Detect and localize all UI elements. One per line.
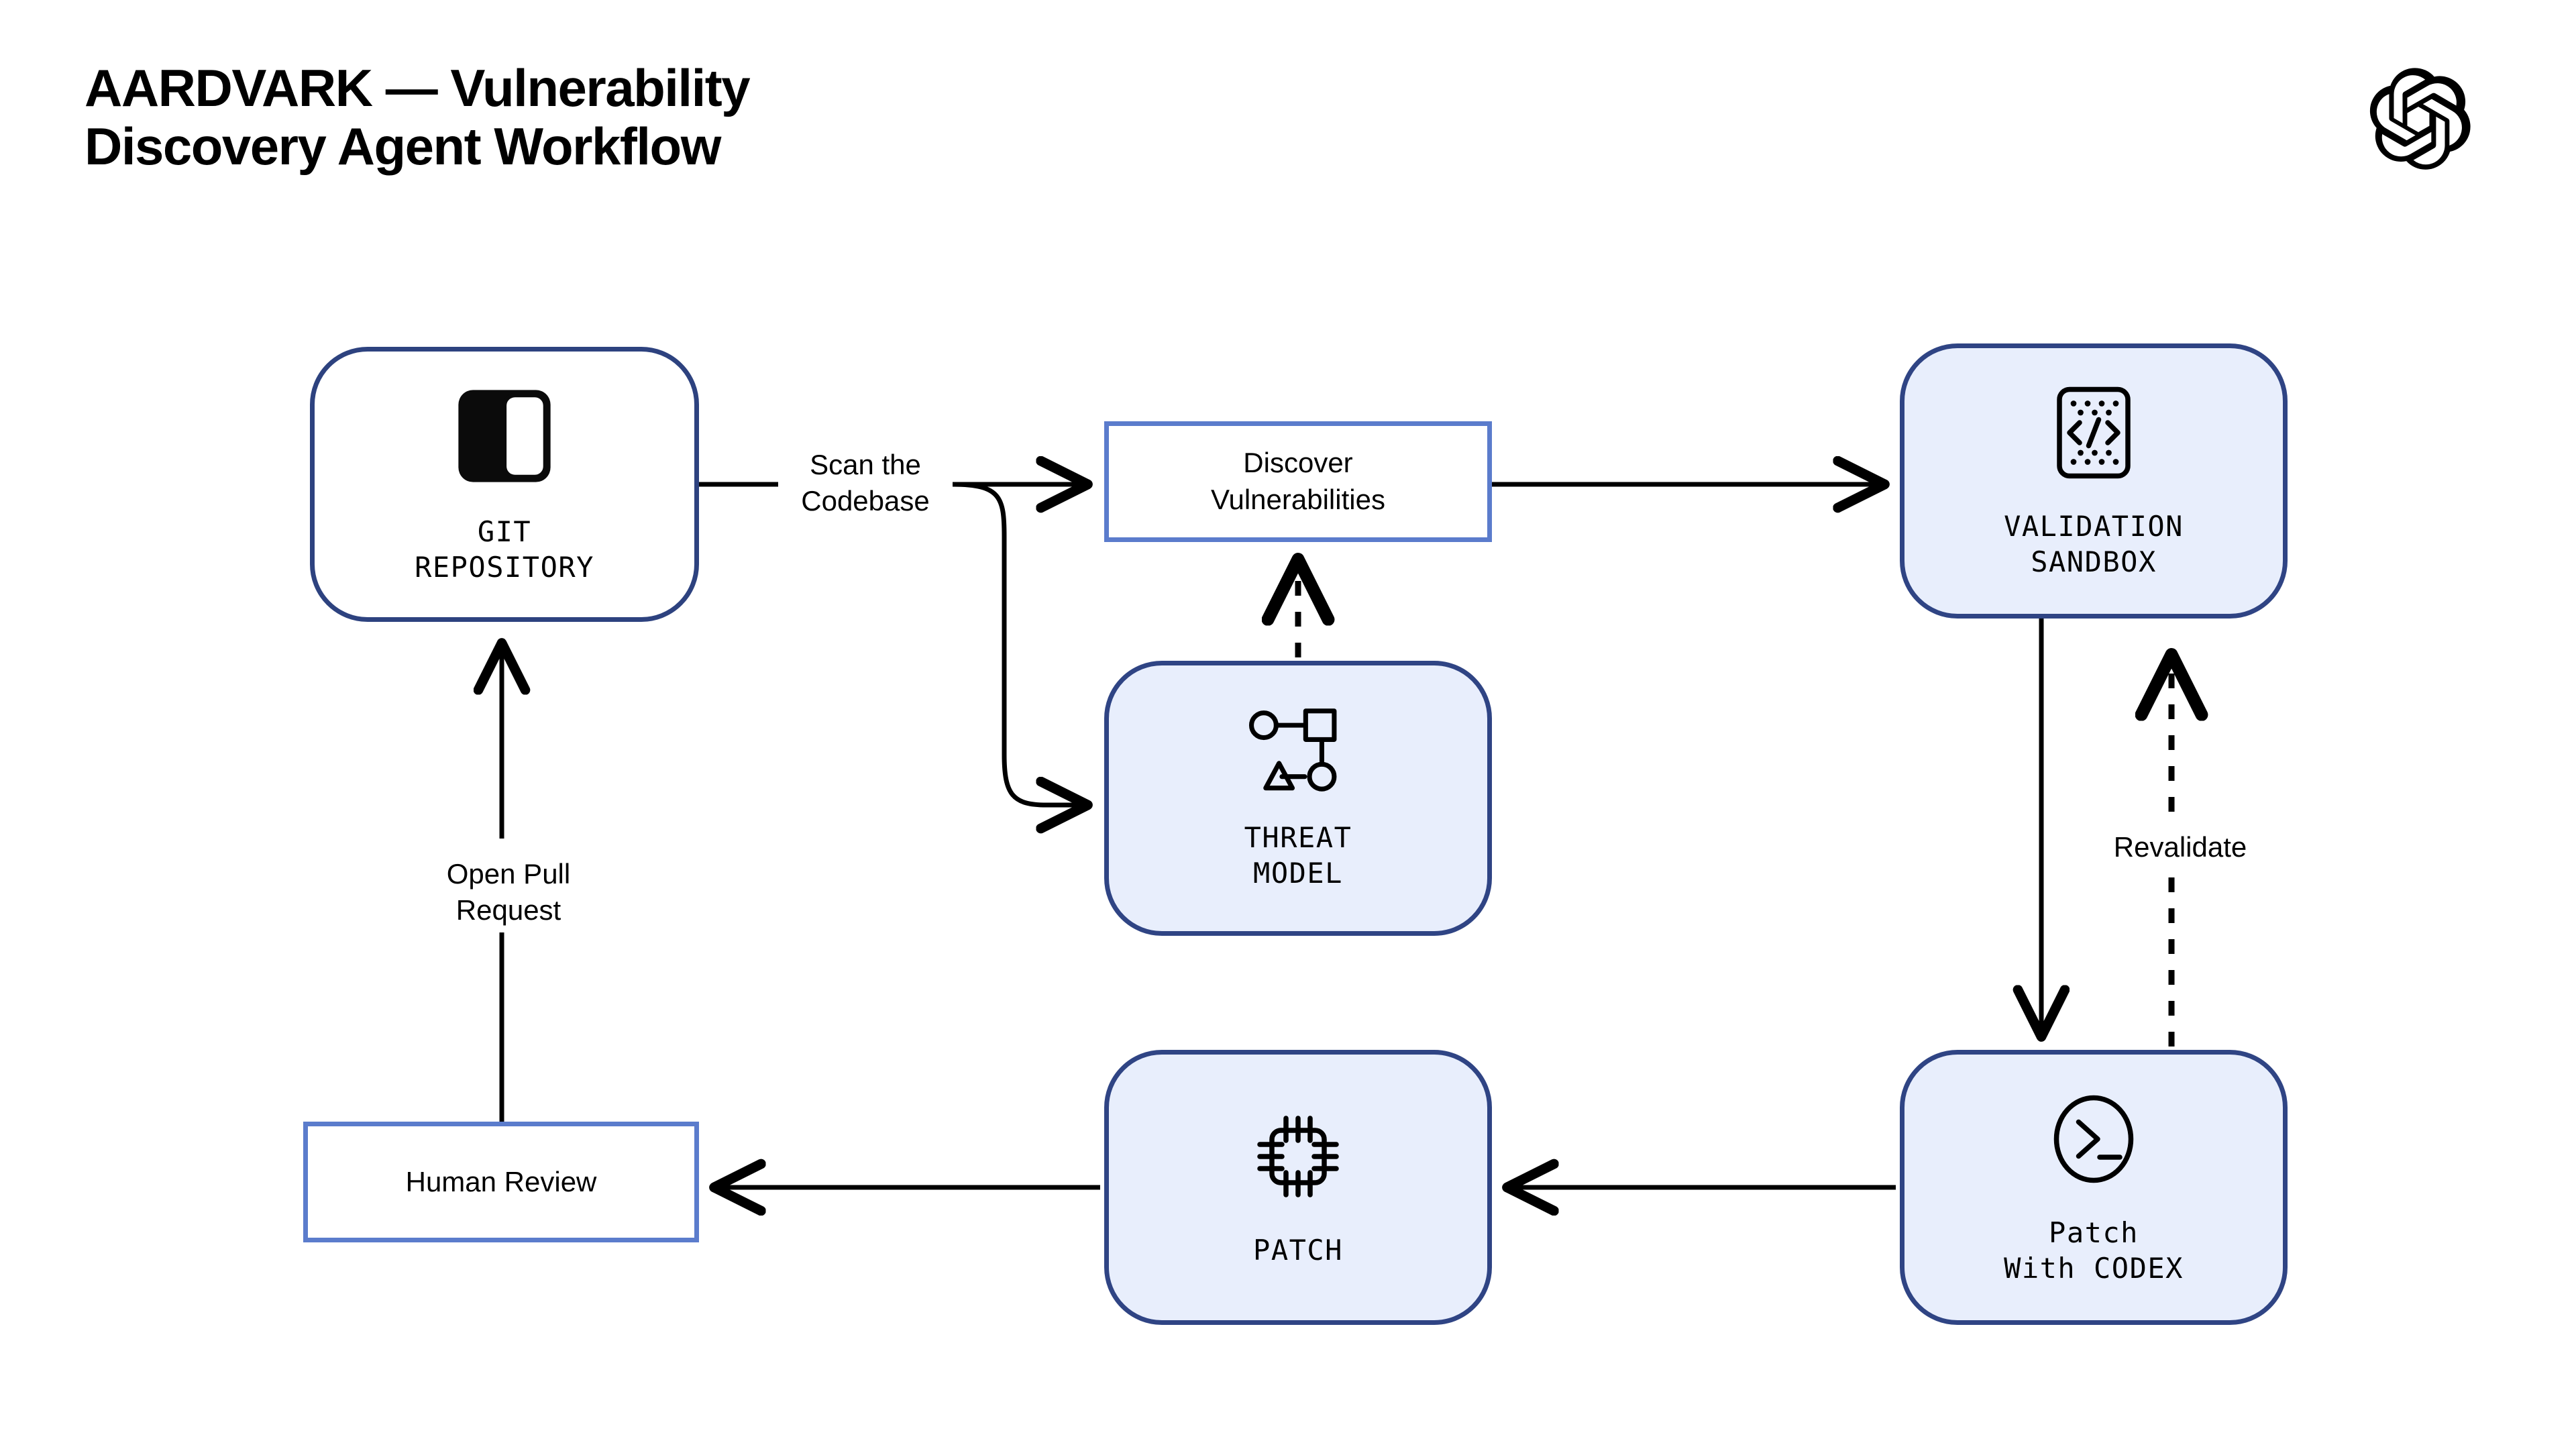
code-brackets-sandbox-icon	[2043, 382, 2144, 486]
node-label-human-review: Human Review	[405, 1165, 597, 1197]
terminal-prompt-circle-icon	[2043, 1089, 2144, 1193]
openai-blossom-logo-icon	[2369, 66, 2477, 173]
microchip-icon	[1248, 1106, 1348, 1210]
node-human-review[interactable]: Human Review	[303, 1122, 699, 1242]
node-git-repository[interactable]: GIT REPOSITORY	[310, 347, 699, 622]
node-label-threat-model: THREAT MODEL	[1244, 820, 1352, 890]
edge-label-revalidate: Revalidate	[2073, 826, 2288, 868]
node-patch-with-codex[interactable]: Patch With CODEX	[1900, 1050, 2288, 1325]
node-label-patch-with-codex: Patch With CODEX	[2004, 1216, 2184, 1285]
repository-split-square-icon	[452, 384, 557, 492]
edge-scan-branch-threat-model	[952, 482, 1085, 805]
node-label-patch: PATCH	[1253, 1234, 1343, 1267]
node-label-discover-vulnerabilities: Discover Vulnerabilities	[1211, 447, 1385, 515]
node-discover-vulnerabilities[interactable]: Discover Vulnerabilities	[1104, 421, 1492, 542]
node-validation-sandbox[interactable]: VALIDATION SANDBOX	[1900, 343, 2288, 619]
node-graph-icon	[1246, 706, 1350, 798]
edge-label-open-pull-request: Open Pull Request	[421, 853, 596, 931]
node-patch[interactable]: PATCH	[1104, 1050, 1492, 1325]
node-label-validation-sandbox: VALIDATION SANDBOX	[2004, 509, 2184, 578]
node-label-git-repository: GIT REPOSITORY	[415, 515, 594, 584]
edge-label-scan-the-codebase: Scan the Codebase	[778, 444, 953, 522]
node-threat-model[interactable]: THREAT MODEL	[1104, 661, 1492, 936]
page-title: AARDVARK — Vulnerability Discovery Agent…	[85, 58, 751, 176]
